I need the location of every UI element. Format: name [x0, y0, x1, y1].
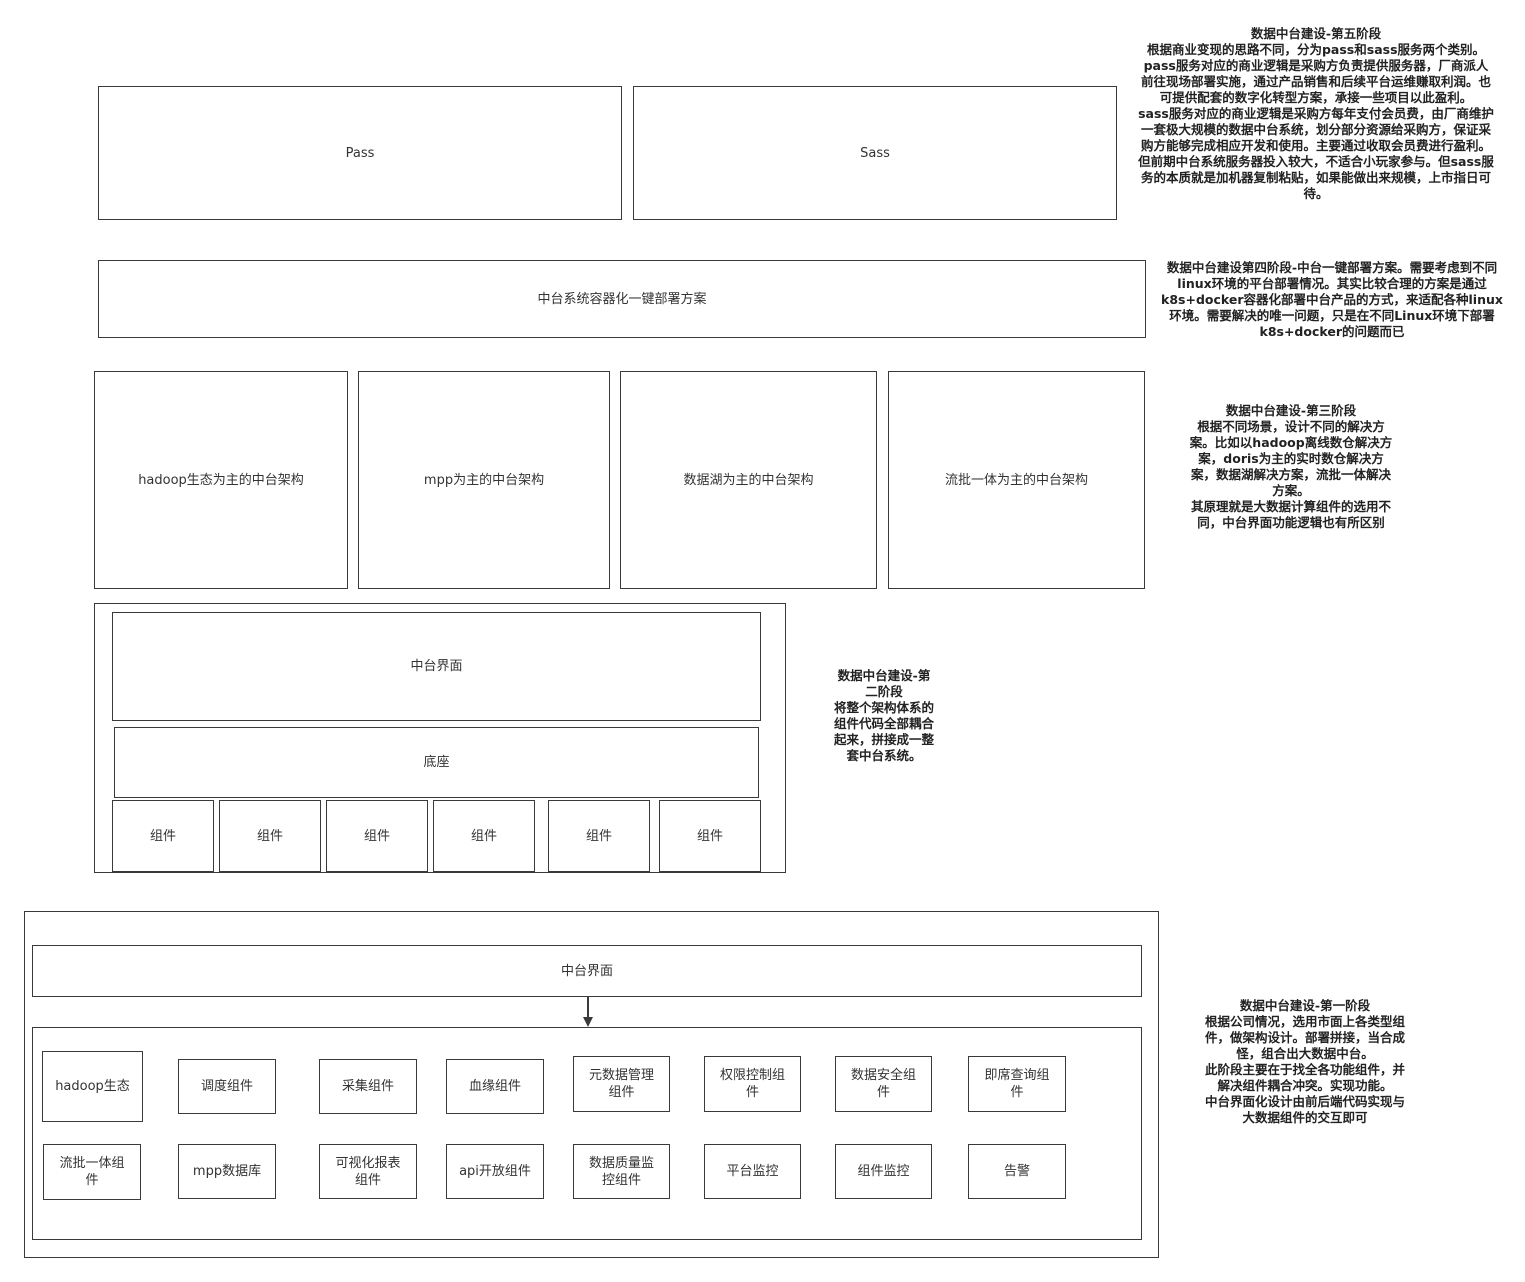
stage2-component-box: 组件 — [433, 800, 535, 872]
datalake-architecture-box: 数据湖为主的中台架构 — [620, 371, 877, 589]
sass-box: Sass — [633, 86, 1117, 220]
component-component-monitor: 组件监控 — [835, 1144, 932, 1199]
stage1-note: 数据中台建设-第一阶段 根据公司情况，选用市面上各类型组件，做架构设计。部署拼接… — [1205, 998, 1406, 1125]
stage1-ui-box: 中台界面 — [32, 945, 1142, 997]
component-permission: 权限控制组件 — [704, 1056, 801, 1112]
stage2-component-box: 组件 — [219, 800, 321, 872]
component-hadoop: hadoop生态 — [42, 1051, 143, 1122]
component-collector: 采集组件 — [319, 1059, 417, 1114]
stage2-component-box: 组件 — [326, 800, 428, 872]
stage2-note: 数据中台建设-第二阶段 将整个架构体系的组件代码全部耦合起来，拼接成一整套中台系… — [833, 668, 934, 763]
component-mpp-db: mpp数据库 — [178, 1144, 276, 1199]
stage3-note: 数据中台建设-第三阶段 根据不同场景，设计不同的解决方案。比如以hadoop离线… — [1189, 403, 1393, 530]
container-deploy-box: 中台系统容器化一键部署方案 — [98, 260, 1146, 338]
stage2-component-box: 组件 — [659, 800, 761, 872]
stage2-component-box: 组件 — [548, 800, 650, 872]
stage2-component-box: 组件 — [112, 800, 214, 872]
ui-to-components-arrow-shaft — [587, 997, 589, 1017]
component-data-security: 数据安全组件 — [835, 1056, 932, 1112]
stage2-base-box: 底座 — [114, 727, 759, 798]
mpp-architecture-box: mpp为主的中台架构 — [358, 371, 610, 589]
component-scheduler: 调度组件 — [178, 1059, 276, 1114]
pass-box: Pass — [98, 86, 622, 220]
component-metadata: 元数据管理组件 — [573, 1056, 670, 1112]
stream-batch-architecture-box: 流批一体为主的中台架构 — [888, 371, 1145, 589]
component-platform-monitor: 平台监控 — [704, 1144, 801, 1199]
ui-to-components-arrow-head — [583, 1017, 593, 1027]
component-alert: 告警 — [968, 1144, 1066, 1199]
stage2-ui-box: 中台界面 — [112, 612, 761, 721]
component-lineage: 血缘组件 — [446, 1059, 544, 1114]
hadoop-architecture-box: hadoop生态为主的中台架构 — [94, 371, 348, 589]
component-stream-batch: 流批一体组件 — [43, 1144, 141, 1200]
component-adhoc-query: 即席查询组件 — [968, 1056, 1066, 1112]
component-data-quality: 数据质量监控组件 — [573, 1144, 670, 1199]
stage4-note: 数据中台建设第四阶段-中台一键部署方案。需要考虑到不同linux环境的平台部署情… — [1161, 260, 1503, 339]
component-visual-report: 可视化报表组件 — [319, 1144, 417, 1199]
component-api: api开放组件 — [446, 1144, 544, 1199]
stage5-note: 数据中台建设-第五阶段 根据商业变现的思路不同，分为pass和sass服务两个类… — [1138, 26, 1494, 201]
